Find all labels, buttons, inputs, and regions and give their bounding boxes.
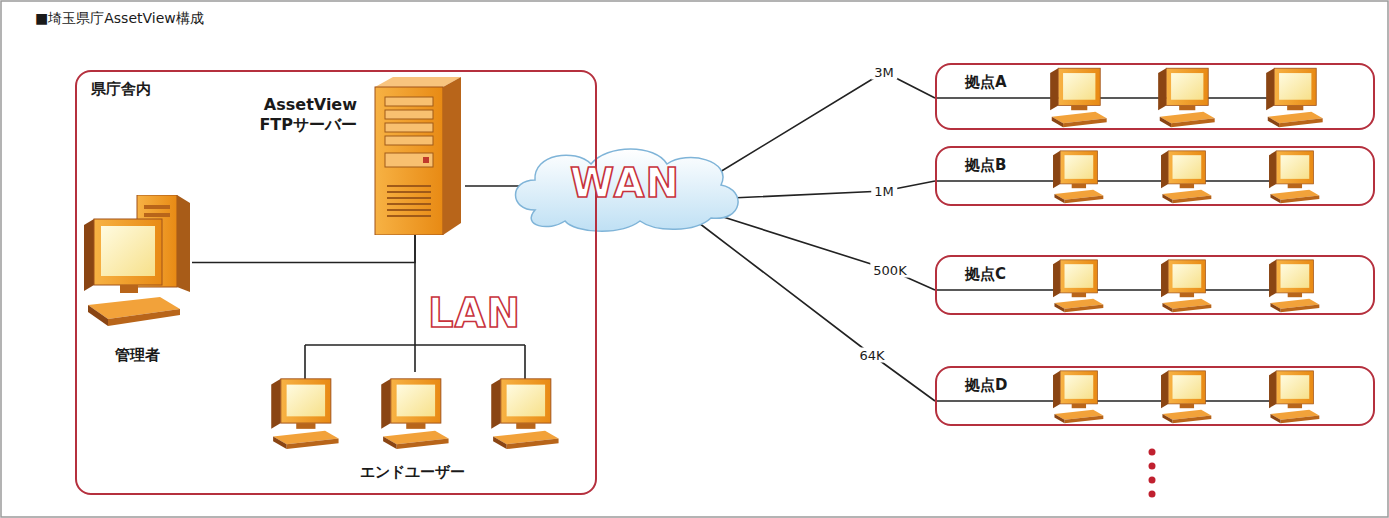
connector — [414, 235, 416, 372]
node-label: 拠点B — [965, 156, 1006, 175]
pc-icon — [1269, 151, 1319, 203]
node-label: AssetView FTPサーバー — [239, 95, 357, 135]
admin-pc-icon — [84, 195, 190, 326]
network-label: WAN — [505, 158, 745, 208]
branch-pcs — [1050, 68, 1323, 423]
bandwidth-label: 64K — [856, 348, 887, 363]
pc-icon — [491, 379, 558, 449]
pc-icon — [1158, 68, 1215, 127]
node-label: 県庁舎内 — [91, 80, 151, 99]
server-node: AssetView FTPサーバー — [365, 75, 465, 235]
diagram-title: ■埼玉県庁AssetView構成 — [35, 10, 204, 28]
branch-box: 拠点D — [935, 366, 1375, 426]
bandwidth-label: 1M — [871, 184, 897, 199]
connector — [465, 185, 520, 187]
node-label: 拠点C — [965, 265, 1006, 284]
connector — [192, 235, 415, 263]
pc-icon — [1161, 371, 1211, 423]
continuation-dots — [1149, 449, 1156, 456]
continuation-dots — [1149, 463, 1156, 470]
lan-bus — [305, 345, 525, 380]
pc-icon — [1269, 260, 1319, 312]
branch-bus — [935, 97, 1270, 98]
lan-bus — [524, 345, 526, 380]
continuation-dots — [1149, 477, 1156, 484]
connector — [695, 220, 935, 401]
continuation-dots — [1149, 491, 1156, 498]
connector — [717, 215, 935, 290]
node-label: 管理者 — [62, 346, 212, 365]
node-label: エンドユーザー — [258, 463, 566, 482]
end-user-group: エンドユーザー — [258, 372, 566, 484]
site-region: AssetView FTPサーバー管理者エンドユーザー 県庁舎内 — [75, 70, 597, 495]
pc-icon — [1266, 68, 1323, 127]
pc-icon — [271, 379, 338, 449]
pc-icon — [1053, 260, 1103, 312]
bandwidth-label: 3M — [871, 65, 897, 80]
lan-bus — [305, 344, 525, 346]
node-label: 拠点D — [965, 376, 1007, 395]
branch-bus — [935, 400, 1270, 401]
lan-bus — [304, 345, 306, 380]
branch-box: 拠点A — [935, 63, 1375, 130]
continuation-dots — [1149, 449, 1156, 498]
branch-box: 拠点C — [935, 255, 1375, 315]
bandwidth-label: 500K — [870, 263, 909, 278]
pc-icon — [1269, 371, 1319, 423]
pc-icon — [1050, 68, 1107, 127]
node-label: 拠点A — [965, 73, 1007, 92]
branch-box: 拠点B — [935, 146, 1375, 206]
pc-icon — [1053, 371, 1103, 423]
wan-cloud-node: WAN — [505, 140, 745, 232]
pc-icon — [1053, 151, 1103, 203]
server-icon — [375, 77, 461, 235]
pc-icon — [1161, 151, 1211, 203]
pc-icon — [381, 379, 448, 449]
branch-bus — [935, 289, 1270, 290]
admin-node: 管理者 — [82, 195, 192, 330]
connector — [731, 181, 935, 198]
pc-icon — [1161, 260, 1211, 312]
network-label: LAN — [428, 290, 521, 336]
connector — [715, 72, 935, 175]
branch-bus — [935, 180, 1270, 181]
branch-bus — [935, 98, 1270, 401]
